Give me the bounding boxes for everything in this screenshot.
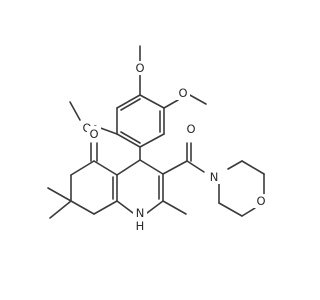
bond — [93, 200, 118, 215]
atom-oxygen: O — [135, 61, 144, 75]
bond — [93, 160, 118, 176]
bond — [120, 98, 141, 111]
bond — [139, 159, 164, 175]
bond — [116, 200, 134, 214]
bond — [69, 101, 81, 121]
atom-oxygen: O — [89, 127, 98, 141]
bond — [241, 160, 265, 175]
bond — [162, 160, 188, 175]
molecule-canvas: O O O O O N O N H — [47, 45, 268, 233]
atom-labels: O O O O O N O N H — [80, 61, 268, 233]
bond — [139, 94, 165, 109]
bond — [49, 200, 72, 219]
bond — [163, 99, 179, 109]
atom-oxygen: O — [256, 194, 265, 208]
bond — [186, 160, 205, 173]
atom-hydrogen: H — [136, 219, 145, 233]
bond — [47, 187, 72, 202]
bond — [139, 133, 165, 148]
bond — [116, 159, 141, 176]
bond — [120, 131, 141, 144]
bond — [241, 207, 256, 217]
bond — [116, 133, 141, 148]
bond — [116, 94, 141, 109]
bond — [218, 202, 243, 217]
structure-diagram: O O O O O N O N H — [47, 45, 268, 233]
atom-nitrogen: N — [210, 170, 219, 184]
bond — [227, 160, 243, 170]
bond — [187, 93, 207, 105]
atom-oxygen: O — [178, 86, 187, 100]
bond — [146, 200, 164, 214]
bond — [162, 200, 187, 215]
bond — [70, 160, 95, 176]
bond — [70, 200, 95, 215]
atom-oxygen: O — [186, 122, 195, 136]
atom-nitrogen: N — [136, 206, 145, 220]
